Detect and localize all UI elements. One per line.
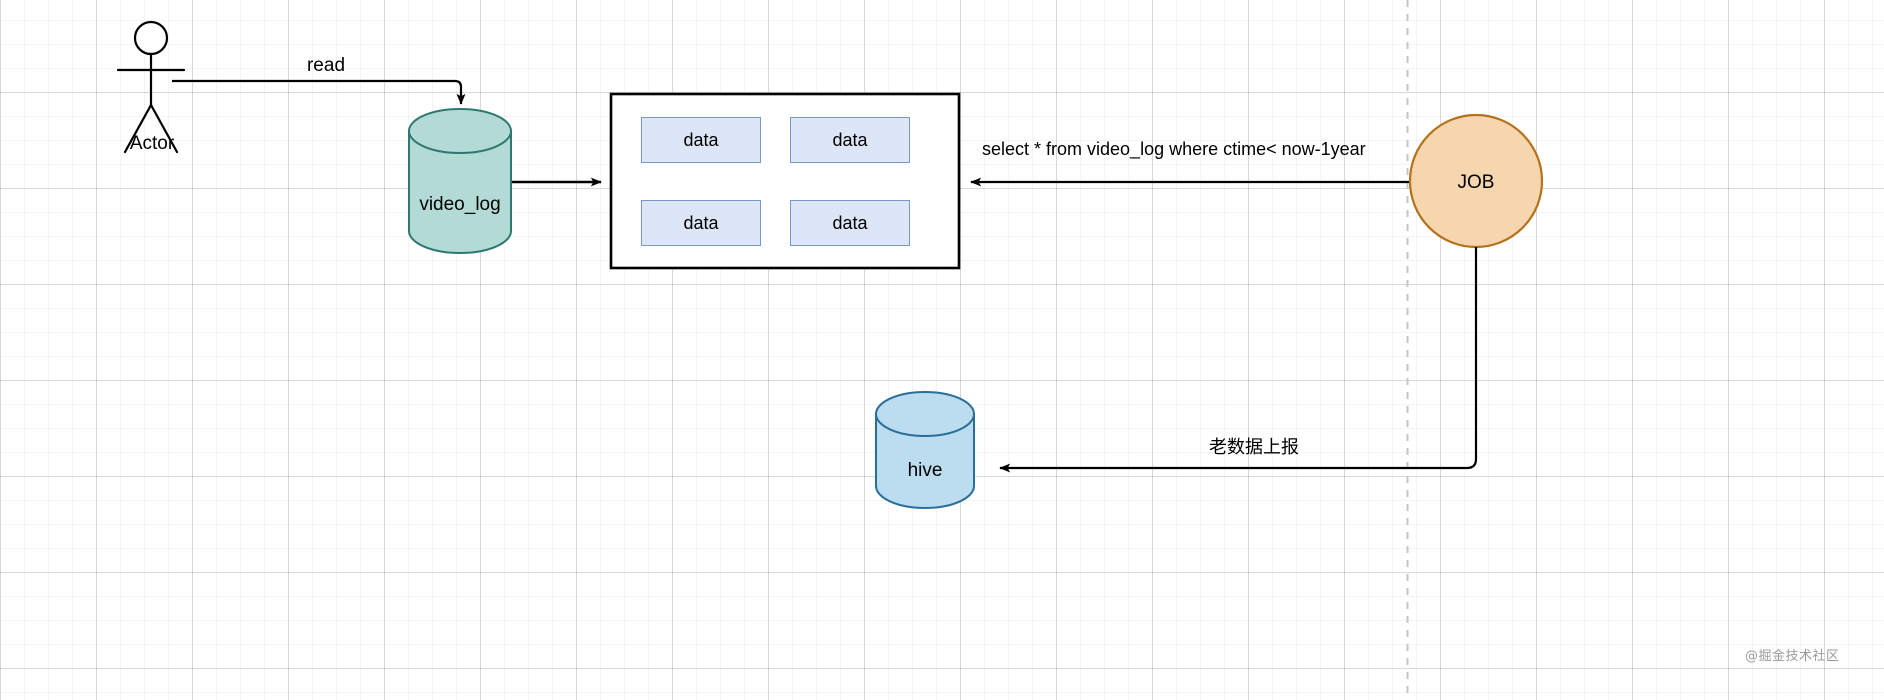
data-box[interactable]: data	[641, 117, 761, 163]
hive-label: hive	[907, 460, 943, 481]
edge-read	[172, 79, 466, 105]
edge-report	[999, 247, 1478, 473]
video-log-label: video_log	[419, 194, 501, 215]
data-box[interactable]: data	[641, 200, 761, 246]
node-hive[interactable]	[875, 391, 975, 509]
edge-query-label: select * from video_log where ctime< now…	[982, 139, 1366, 159]
job-label: JOB	[1457, 172, 1495, 193]
data-box[interactable]: data	[790, 117, 910, 163]
actor-label: Actor	[129, 133, 175, 154]
edge-read-label: read	[306, 55, 346, 76]
node-video-log[interactable]	[408, 108, 512, 254]
watermark: @掘金技术社区	[1745, 649, 1840, 664]
edge-report-label: 老数据上报	[1209, 437, 1299, 458]
data-box[interactable]: data	[790, 200, 910, 246]
